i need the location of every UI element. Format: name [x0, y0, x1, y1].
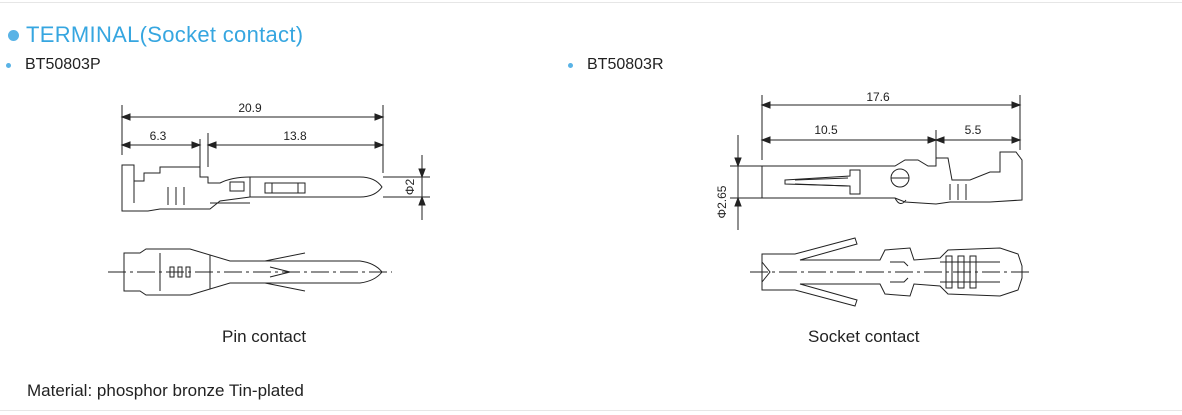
part-number-right-text: BT50803R — [587, 56, 664, 73]
pin-contact-drawing: 20.9 6.3 13.8 Φ2 — [108, 101, 430, 296]
caption-socket-contact: Socket contact — [808, 327, 920, 346]
dim-left-right: 13.8 — [283, 129, 307, 143]
part-number-left: BT50803P — [6, 56, 101, 74]
dim-left-left: 6.3 — [150, 129, 167, 143]
bullet-icon — [6, 62, 11, 68]
caption-pin-contact: Pin contact — [222, 327, 307, 346]
dim-dia-left: Φ2 — [403, 179, 417, 196]
bullet-icon — [8, 29, 19, 41]
bullet-icon — [568, 62, 573, 68]
section-title-text: TERMINAL(Socket contact) — [26, 22, 304, 47]
socket-contact-drawing: 17.6 10.5 5.5 Φ2.65 — [715, 90, 1030, 307]
top-divider — [0, 2, 1182, 3]
dim-overall-right: 17.6 — [866, 90, 890, 104]
dim-left-right-part: 10.5 — [814, 123, 838, 137]
bottom-divider — [0, 410, 1182, 411]
dim-overall-left: 20.9 — [238, 101, 262, 115]
dim-right-right-part: 5.5 — [965, 123, 982, 137]
part-number-right: BT50803R — [568, 56, 664, 74]
material-note: Material: phosphor bronze Tin-plated — [27, 381, 304, 400]
dim-dia-right: Φ2.65 — [715, 185, 729, 218]
part-number-left-text: BT50803P — [25, 56, 101, 73]
section-title: TERMINAL(Socket contact) — [8, 22, 303, 48]
